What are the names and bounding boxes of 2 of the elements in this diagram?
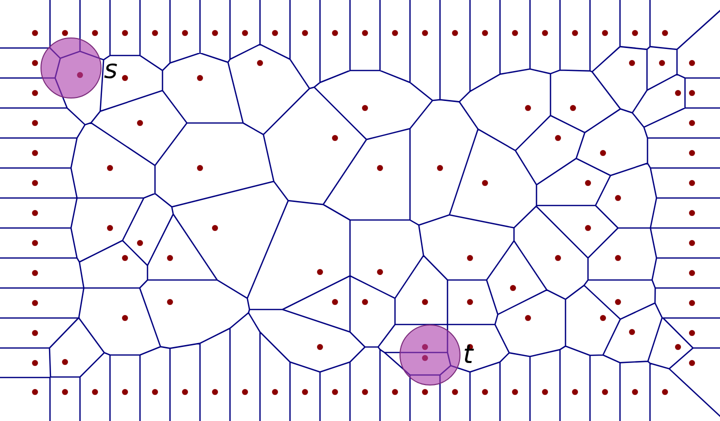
node-label: s bbox=[104, 55, 118, 85]
node-label: t bbox=[463, 340, 474, 370]
